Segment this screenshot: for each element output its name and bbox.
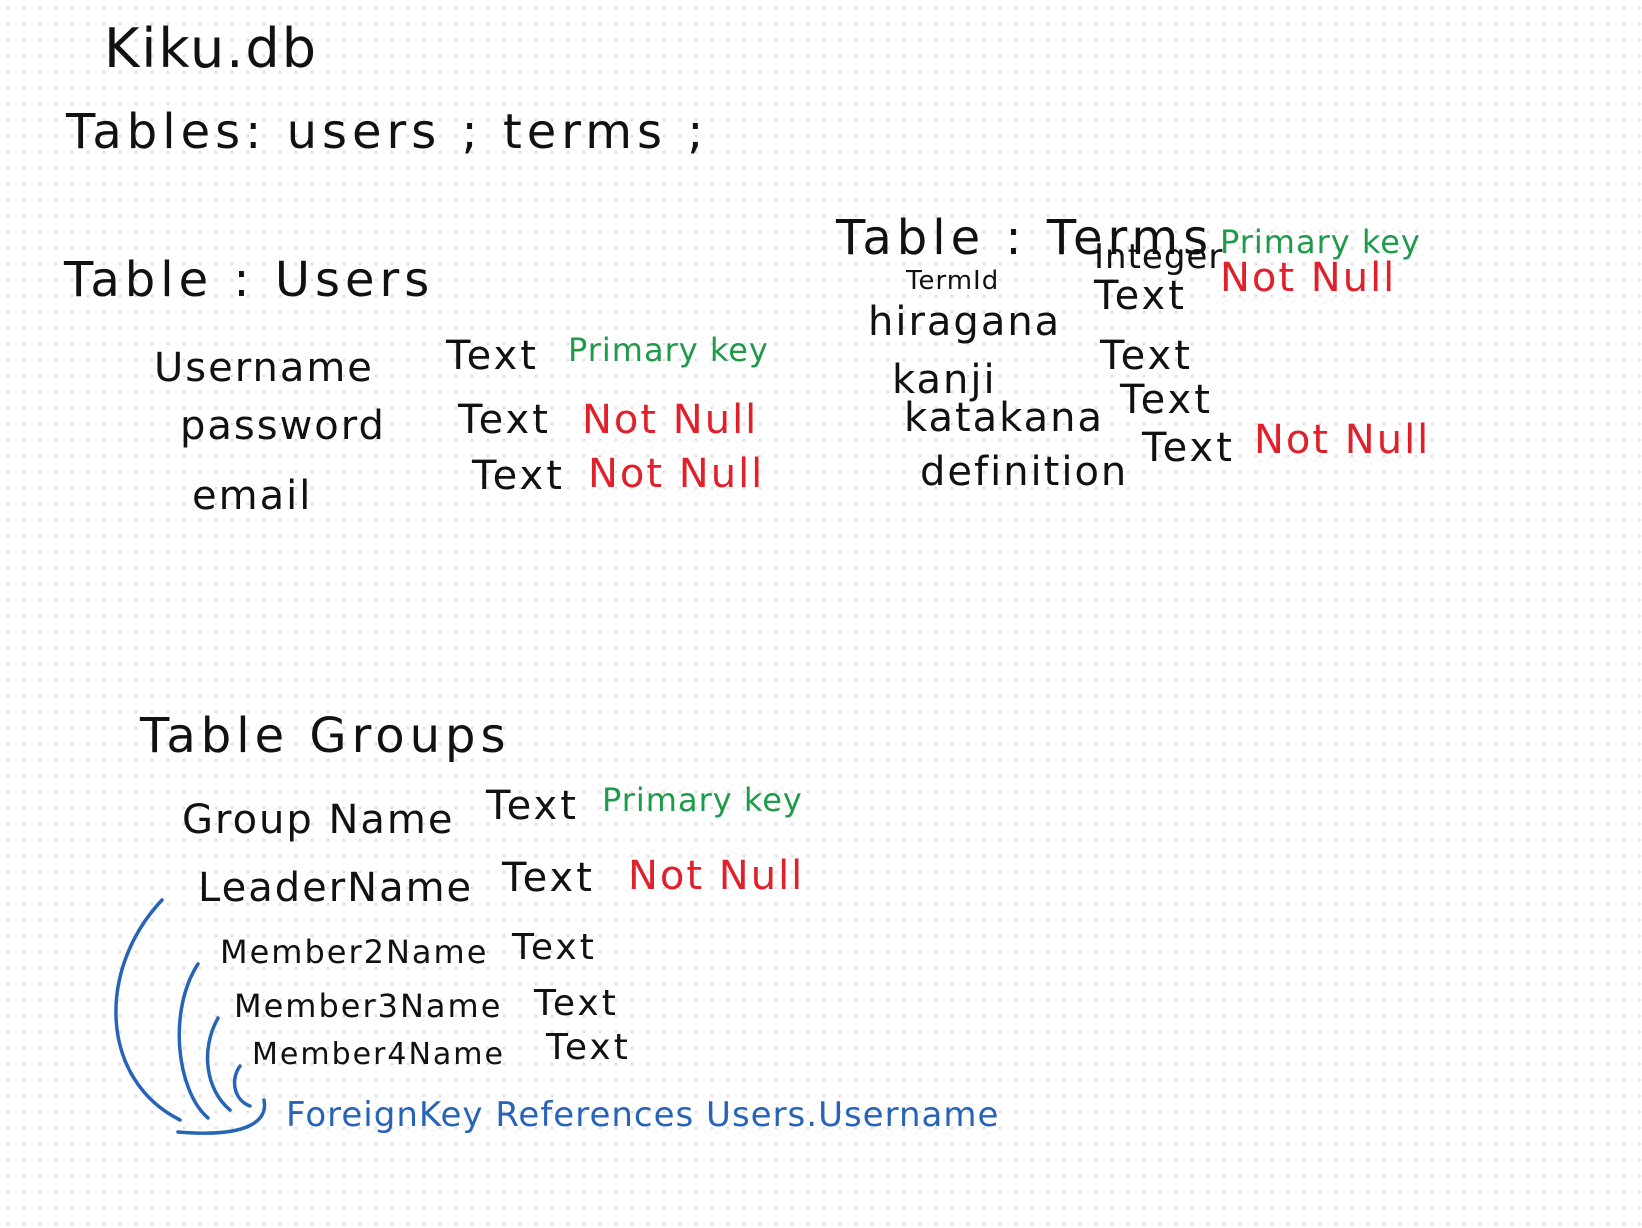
terms-field-definition: definition: [920, 449, 1129, 495]
terms-type-kanji: Text: [1100, 333, 1193, 379]
users-type-email: Text: [472, 453, 565, 499]
users-constraint-username: Primary key: [568, 331, 769, 369]
bracket-member2: [177, 962, 210, 1120]
foreign-key-note: ForeignKey References Users.Username: [286, 1095, 1000, 1135]
terms-constraint-definition: Not Null: [1254, 417, 1431, 463]
users-field-password: password: [180, 403, 386, 449]
groups-constraint-groupname: Primary key: [602, 781, 803, 819]
terms-field-termid: TermId: [906, 266, 1000, 296]
bracket-leadername: [114, 898, 182, 1122]
users-type-username: Text: [446, 333, 539, 379]
terms-constraint-hiragana: Not Null: [1220, 255, 1397, 301]
groups-field-groupname: Group Name: [182, 797, 455, 843]
groups-table-heading: Table Groups: [140, 708, 511, 764]
groups-constraint-leadername: Not Null: [628, 853, 805, 899]
terms-table-heading: Table : Terms: [836, 210, 1214, 266]
terms-type-hiragana: Text: [1094, 273, 1187, 319]
terms-constraint-termid: Primary key: [1220, 223, 1421, 261]
groups-type-member2: Text: [512, 927, 597, 968]
groups-type-member3: Text: [534, 983, 619, 1024]
database-title: Kiku.db: [104, 17, 318, 80]
users-constraint-password: Not Null: [582, 397, 759, 443]
users-type-password: Text: [458, 397, 551, 443]
users-field-email: email: [192, 473, 313, 519]
groups-type-member4: Text: [546, 1027, 631, 1068]
groups-type-groupname: Text: [486, 783, 579, 829]
terms-field-hiragana: hiragana: [868, 299, 1062, 345]
groups-field-leadername: LeaderName: [198, 865, 474, 911]
groups-type-leadername: Text: [502, 855, 595, 901]
terms-type-katakana: Text: [1120, 377, 1213, 423]
terms-field-katakana: katakana: [904, 395, 1105, 441]
terms-type-definition: Text: [1142, 425, 1235, 471]
bracket-base: [176, 1098, 267, 1135]
terms-type-termid: Integer: [1094, 237, 1224, 277]
groups-field-member4: Member4Name: [252, 1037, 505, 1072]
users-constraint-email: Not Null: [588, 451, 765, 497]
tables-list: Tables: users ; terms ;: [66, 104, 709, 160]
users-table-heading: Table : Users: [64, 252, 435, 308]
users-field-username: Username: [154, 345, 374, 391]
groups-field-member2: Member2Name: [220, 933, 489, 971]
bracket-member3: [205, 1016, 232, 1112]
bracket-member4: [232, 1064, 252, 1108]
terms-field-kanji: kanji: [892, 357, 997, 403]
groups-field-member3: Member3Name: [234, 987, 503, 1025]
